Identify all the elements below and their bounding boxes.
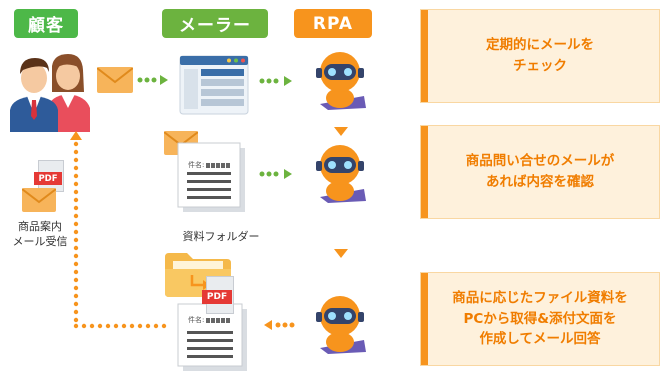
header-customer: 顧客 (14, 9, 78, 38)
received-caption: 商品案内 メール受信 (0, 220, 82, 250)
arrow-dots-to-mailer (137, 75, 168, 85)
callout-step1: 定期的にメールを チェック (420, 9, 660, 103)
callout-step3: 商品に応じたファイル資料を PCから取得&添付文面を 作成してメール回答 (420, 272, 660, 366)
envelope-icon (97, 67, 133, 93)
subject-blocks (206, 317, 231, 323)
robot-icon (316, 145, 366, 203)
document-subject-label: 件名: (188, 160, 231, 170)
people-icon (10, 54, 90, 132)
received-caption-line1: 商品案内 (18, 220, 62, 233)
subject-text: 件名: (188, 161, 205, 169)
header-mailer: メーラー (162, 9, 268, 38)
return-path-dots (70, 131, 167, 329)
document-subject-label: 件名: (188, 315, 231, 325)
folder-label: 資料フォルダー (182, 230, 260, 243)
callout-step3-line2: PCから取得&添付文面を (463, 310, 617, 327)
pdf-label: PDF (34, 172, 62, 185)
envelope-icon (22, 188, 56, 212)
callout-step2-line1: 商品問い合せのメールが (465, 153, 615, 170)
document-icon (177, 142, 245, 212)
callout-step1-line2: チェック (513, 58, 567, 74)
callout-step3-line1: 商品に応じたファイル資料を (452, 289, 628, 306)
header-rpa: RPA (294, 9, 372, 38)
callout-step2-line2: あれば内容を確認 (486, 174, 594, 190)
arrow-dots-to-robot1 (259, 76, 292, 86)
arrow-dots-to-robot2 (259, 169, 292, 179)
subject-blocks (206, 162, 231, 168)
received-caption-line2: メール受信 (12, 234, 68, 248)
callout-step2: 商品問い合せのメールが あれば内容を確認 (420, 125, 660, 219)
arrow-down-1 (334, 127, 348, 136)
robot-icon (316, 52, 366, 110)
subject-text: 件名: (188, 316, 205, 324)
arrow-down-2 (334, 249, 348, 258)
callout-step1-line1: 定期的にメールを (486, 37, 594, 54)
pdf-label: PDF (202, 290, 232, 304)
mailer-window-icon (179, 55, 249, 115)
pdf-icon: PDF (202, 276, 236, 316)
callout-step3-line3: 作成してメール回答 (479, 331, 601, 348)
arrow-dots-to-document (264, 320, 295, 330)
robot-icon (316, 296, 366, 354)
